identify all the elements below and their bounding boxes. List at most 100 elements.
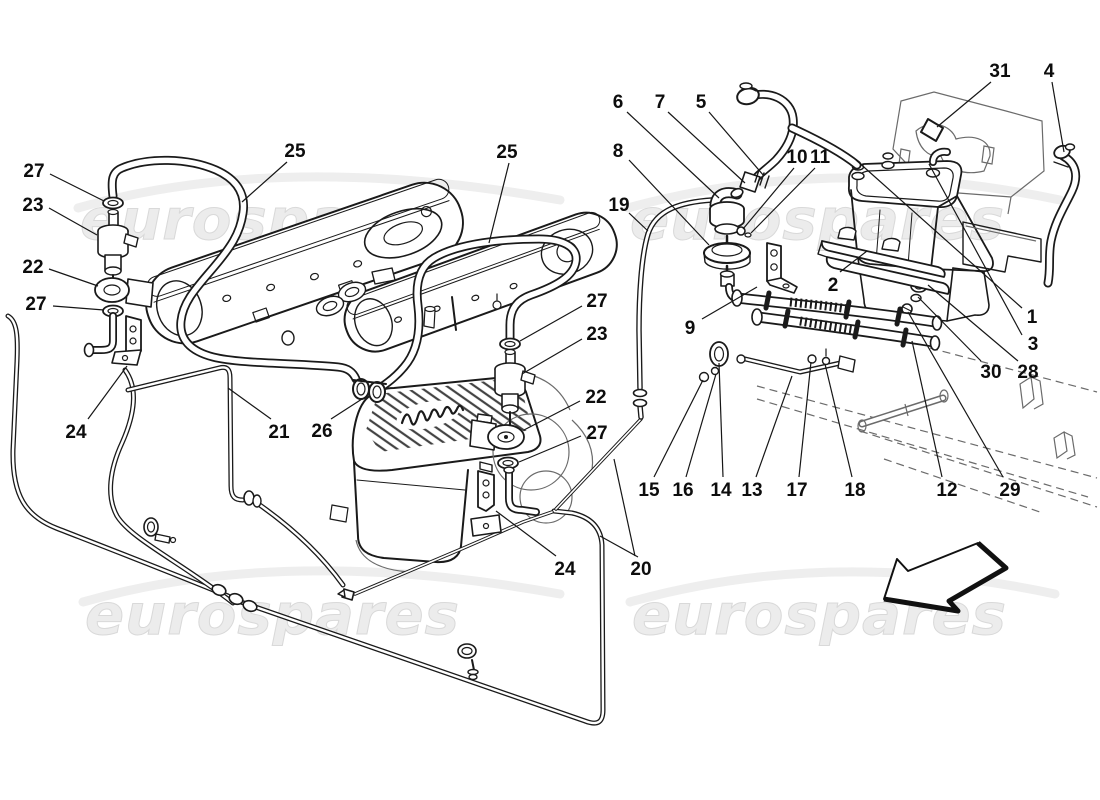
leader-line xyxy=(907,311,1004,478)
watermark-text: eurospares xyxy=(630,188,1005,253)
leader-line xyxy=(87,365,128,420)
leader-lines-layer xyxy=(48,81,1065,558)
car-silhouette-swoosh xyxy=(623,173,1065,213)
leader-line xyxy=(911,340,943,478)
leader-line xyxy=(628,159,710,246)
valve-body xyxy=(709,201,745,235)
canister-support-tray xyxy=(817,221,1042,295)
clip-11 xyxy=(744,232,752,238)
grommet-27 xyxy=(499,337,521,351)
leader-line xyxy=(1051,81,1065,153)
vent-pipe-19 xyxy=(632,197,715,420)
bolt-15 xyxy=(698,371,710,383)
callout-13: 13 xyxy=(741,480,762,501)
elbow-union xyxy=(503,466,540,516)
callout-20: 20 xyxy=(630,559,651,580)
leader-line xyxy=(839,250,868,273)
leader-line xyxy=(613,458,636,557)
direction-arrow-icon xyxy=(883,541,1009,614)
leader-line xyxy=(936,81,992,128)
clamp-14 xyxy=(709,341,729,367)
leader-line xyxy=(824,363,853,478)
callout-28: 28 xyxy=(1017,362,1038,383)
callout-9: 9 xyxy=(685,318,696,339)
callout-27: 27 xyxy=(586,291,607,312)
callout-31: 31 xyxy=(989,61,1011,82)
leader-line xyxy=(330,398,363,420)
callout-10: 10 xyxy=(786,147,807,168)
support-link-13 xyxy=(698,341,856,383)
callout-25: 25 xyxy=(284,141,306,162)
callout-7: 7 xyxy=(655,92,666,113)
leader-line xyxy=(227,387,272,420)
fuel-hoses-assembly xyxy=(698,289,943,383)
callout-25: 25 xyxy=(496,142,518,163)
callout-14: 14 xyxy=(710,480,732,501)
callout-23: 23 xyxy=(22,195,43,216)
leader-line xyxy=(928,163,1023,336)
callout-27: 27 xyxy=(25,294,46,315)
callout-24: 24 xyxy=(65,422,87,443)
washer-16 xyxy=(710,366,720,376)
drain-hose-4 xyxy=(1043,143,1081,288)
watermark-text: eurospares xyxy=(85,583,460,648)
mount-pad xyxy=(920,118,944,142)
pump-22 xyxy=(469,413,525,451)
leader-line xyxy=(798,361,812,478)
callout-17: 17 xyxy=(786,480,807,501)
callout-24: 24 xyxy=(554,559,576,580)
car-silhouette-swoosh xyxy=(625,567,1060,607)
leader-line xyxy=(521,338,583,375)
callout-22: 22 xyxy=(585,387,606,408)
leader-line xyxy=(488,162,510,244)
p-clip-with-bolt xyxy=(457,643,477,659)
nut-17 xyxy=(807,354,817,364)
side-shelf xyxy=(962,221,1042,273)
leader-line xyxy=(518,435,582,463)
leader-line xyxy=(708,111,765,177)
bolt-18 xyxy=(821,356,831,366)
intake-plenum-airbox xyxy=(329,371,594,573)
callout-18: 18 xyxy=(844,480,865,501)
callout-3: 3 xyxy=(1028,334,1039,355)
callout-27: 27 xyxy=(586,423,607,444)
car-silhouette-swoosh xyxy=(78,566,565,607)
callout-6: 6 xyxy=(613,92,624,113)
grommet-27 xyxy=(102,196,124,210)
callout-16: 16 xyxy=(672,480,693,501)
breather-hose-25-right xyxy=(367,234,581,397)
tee-coupling xyxy=(211,583,227,597)
leader-line xyxy=(241,161,288,203)
elbow-union xyxy=(83,312,117,358)
leader-line xyxy=(667,111,746,184)
vent-valve-assembly xyxy=(703,82,862,304)
callout-11: 11 xyxy=(810,147,831,168)
fuel-vapour-pipes xyxy=(5,313,643,726)
washer-30 xyxy=(910,293,922,303)
callout-4: 4 xyxy=(1044,61,1055,82)
leader-line xyxy=(48,207,98,236)
ghost-chassis-lines xyxy=(756,347,1098,513)
leader-line xyxy=(52,305,105,311)
leader-line xyxy=(626,111,720,199)
callout-19: 19 xyxy=(608,195,629,216)
leader-line xyxy=(495,510,557,557)
callout-29: 29 xyxy=(999,480,1020,501)
callout-8: 8 xyxy=(613,141,624,162)
valve-cover-right-bank xyxy=(343,211,618,353)
valve-bracket xyxy=(766,242,798,294)
callout-15: 15 xyxy=(638,480,660,501)
callout-23: 23 xyxy=(586,324,607,345)
elbow-6-cap xyxy=(730,187,744,199)
callout-21: 21 xyxy=(268,422,290,443)
check-valve-23 xyxy=(97,208,139,295)
leader-line xyxy=(48,268,99,287)
callout-5: 5 xyxy=(696,92,707,113)
bracket-24 xyxy=(470,461,502,537)
callout-12: 12 xyxy=(936,480,957,501)
leader-line xyxy=(718,362,724,478)
